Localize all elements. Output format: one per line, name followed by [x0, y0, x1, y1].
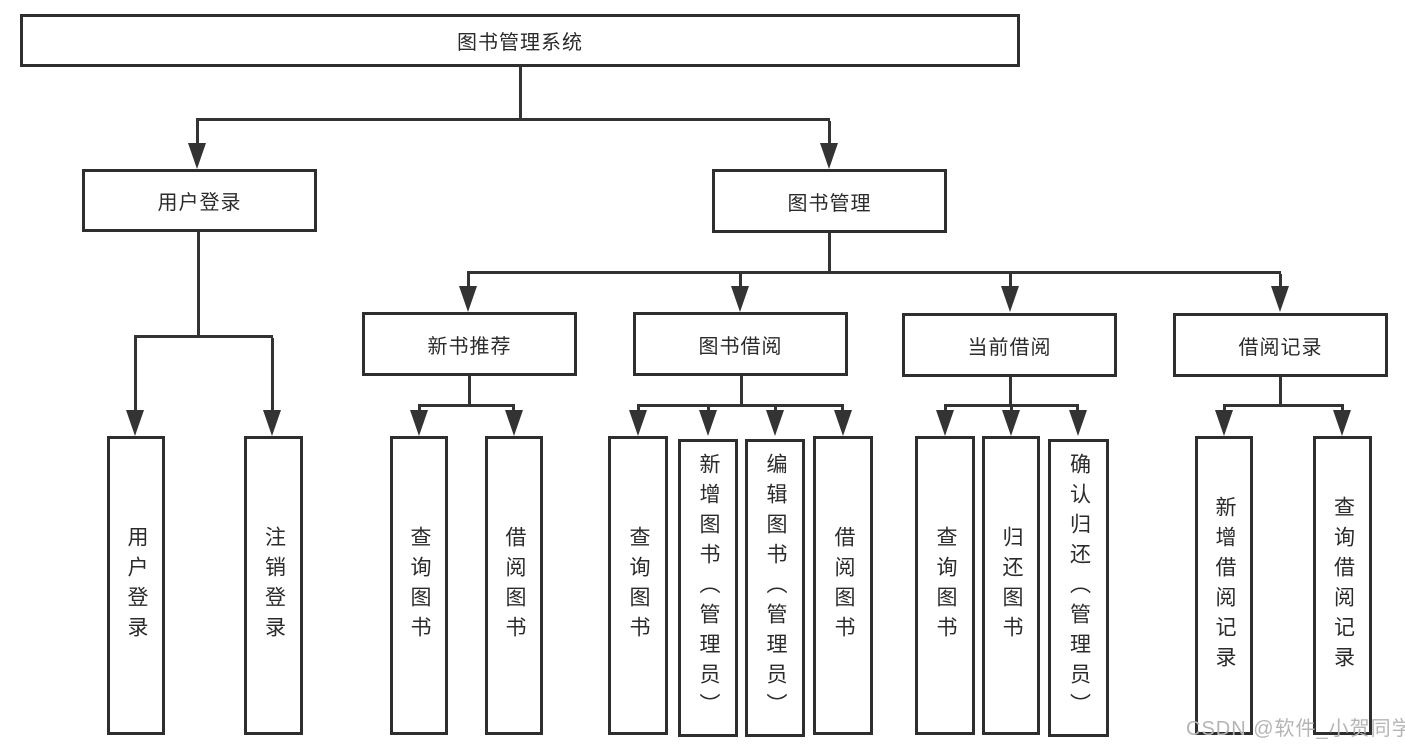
arrowhead-book-borrow-icon [731, 286, 749, 312]
leaf-label: 确认归还（管理员） [1067, 453, 1091, 723]
leaf-label: 查询图书 [934, 525, 957, 646]
leaf-logout: 注销登录 [244, 436, 303, 735]
connector-drop-new-book [467, 274, 470, 288]
leaf-borrow-borrow-book: 借阅图书 [813, 436, 873, 735]
leaf-borrow-query-book: 查询图书 [608, 436, 668, 735]
arrowhead-icon [834, 410, 852, 436]
leaf-newbook-query-book: 查询图书 [390, 436, 448, 735]
arrowhead-icon [505, 410, 523, 436]
connector-drop-borrow-record [1279, 274, 1282, 288]
leaf-confirm-return-admin: 确认归还（管理员） [1048, 439, 1109, 737]
connector-drop [637, 404, 640, 414]
leaf-label: 查询图书 [627, 525, 650, 646]
connector-drop [707, 404, 710, 414]
connector-new-book-stem [468, 376, 471, 404]
connector-drop [1010, 404, 1013, 414]
leaf-return-book: 归还图书 [982, 436, 1040, 735]
leaf-edit-book-admin: 编辑图书（管理员） [745, 439, 805, 737]
connector-borrow-record-stem [1279, 377, 1282, 404]
connector-new-book-rail [418, 404, 515, 407]
connector-drop [1223, 404, 1226, 414]
connector-drop-current-borrow [1009, 274, 1012, 288]
connector-drop [1076, 404, 1079, 414]
connector-book-management-stem [828, 233, 831, 271]
arrowhead-borrow-record-icon [1271, 286, 1289, 312]
connector-drop [1341, 404, 1344, 414]
connector-drop-book-borrow [739, 274, 742, 288]
node-user-login: 用户登录 [82, 169, 317, 232]
arrowhead-leaf-login-icon [126, 410, 144, 436]
leaf-add-book-admin: 新增图书（管理员） [678, 439, 738, 737]
arrowhead-icon [699, 410, 717, 436]
node-label: 图书借阅 [698, 335, 783, 358]
node-label: 用户登录 [157, 192, 242, 214]
leaf-user-login: 用户登录 [107, 436, 165, 735]
leaf-label: 查询图书 [408, 525, 431, 646]
connector-drop [512, 404, 515, 414]
arrowhead-current-borrow-icon [1001, 286, 1019, 312]
leaf-label: 查询借阅记录 [1331, 495, 1355, 676]
connector-user-login-rail [134, 335, 273, 338]
arrowhead-icon [410, 410, 428, 436]
connector-drop [774, 404, 777, 414]
node-library-management-system: 图书管理系统 [20, 14, 1020, 67]
arrowhead-new-book-icon [459, 286, 477, 312]
connector-book-borrow-stem [740, 376, 743, 404]
leaf-label: 归还图书 [1000, 525, 1023, 646]
arrowhead-book-management-icon [820, 143, 838, 169]
leaf-query-borrow-record: 查询借阅记录 [1313, 436, 1372, 735]
node-label: 当前借阅 [967, 336, 1052, 359]
connector-drop-user-login [196, 121, 199, 146]
leaf-label: 注销登录 [262, 525, 286, 646]
arrowhead-icon [1215, 410, 1233, 436]
node-label: 图书管理 [787, 192, 872, 215]
arrowhead-leaf-logout-icon [263, 410, 281, 436]
leaf-label: 新增借阅记录 [1213, 495, 1236, 676]
connector-current-borrow-stem [1009, 377, 1012, 404]
leaf-label: 新增图书（管理员） [697, 453, 720, 723]
arrowhead-icon [1333, 410, 1351, 436]
csdn-watermark: CSDN @软件_小贺同学 [1186, 718, 1405, 740]
connector-drop [841, 404, 844, 414]
connector-drop-leaf-login [134, 338, 137, 412]
node-label: 图书管理系统 [457, 32, 583, 54]
node-book-management: 图书管理 [712, 169, 947, 233]
connector-drop-book-management [828, 121, 831, 146]
leaf-newbook-borrow-book: 借阅图书 [485, 436, 543, 735]
connector-drop [944, 404, 947, 414]
arrowhead-icon [1069, 410, 1087, 436]
node-borrow-record: 借阅记录 [1173, 313, 1388, 377]
arrowhead-icon [936, 410, 954, 436]
connector-root-stem [519, 67, 522, 118]
arrowhead-icon [629, 410, 647, 436]
leaf-label: 编辑图书（管理员） [764, 453, 787, 723]
connector-drop [418, 404, 421, 414]
leaf-add-borrow-record: 新增借阅记录 [1195, 436, 1253, 735]
connector-user-login-stem [197, 232, 200, 335]
connector-book-management-rail [467, 271, 1281, 274]
node-label: 借阅记录 [1238, 336, 1323, 359]
arrowhead-icon [766, 410, 784, 436]
connector-borrow-record-rail [1223, 404, 1343, 407]
arrowhead-icon [1002, 410, 1020, 436]
node-new-book-recommend: 新书推荐 [362, 312, 577, 376]
leaf-current-query-book: 查询图书 [915, 436, 975, 735]
leaf-label: 用户登录 [125, 525, 148, 646]
node-current-borrow: 当前借阅 [902, 313, 1117, 377]
node-label: 新书推荐 [427, 335, 512, 358]
connector-book-borrow-rail [637, 404, 844, 407]
arrowhead-user-login-icon [188, 143, 206, 169]
leaf-label: 借阅图书 [503, 525, 526, 646]
leaf-label: 借阅图书 [832, 525, 855, 646]
connector-drop-leaf-logout [271, 338, 274, 412]
node-book-borrow: 图书借阅 [633, 312, 848, 376]
connector-root-rail [196, 118, 830, 121]
